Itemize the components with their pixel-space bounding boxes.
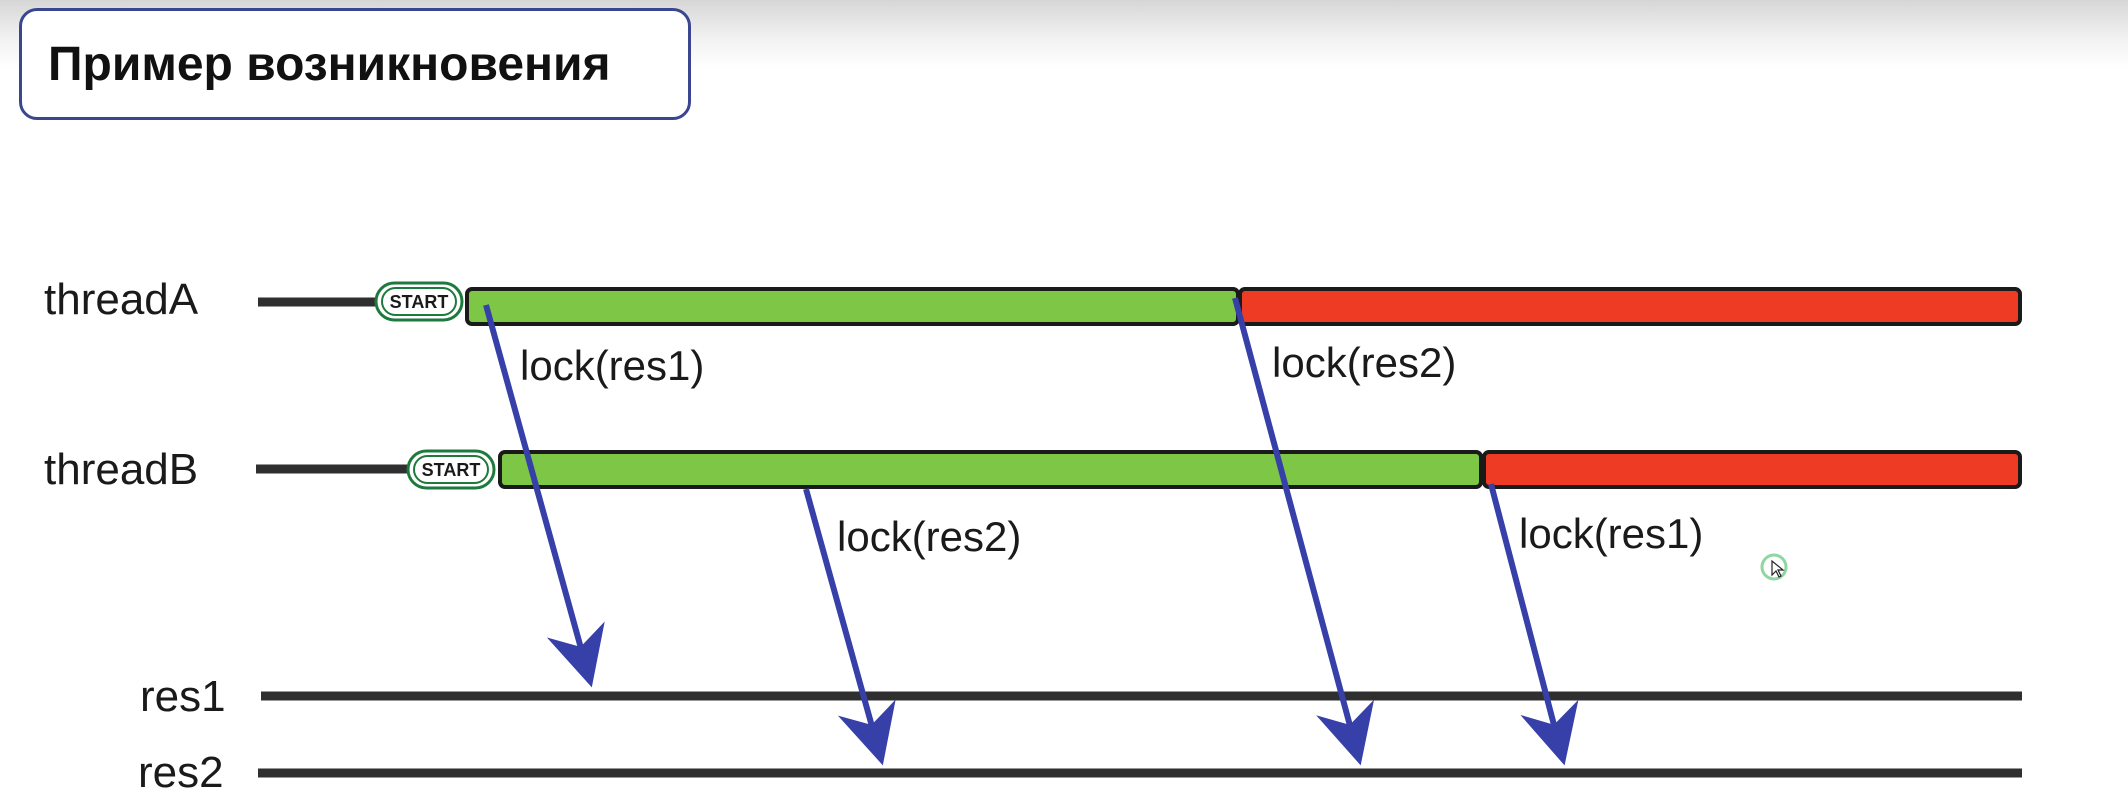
thread-a-start-label: START xyxy=(390,292,449,312)
arrow-thread-b-lock-res2 xyxy=(803,488,896,766)
thread-a-lock-2-label: lock(res2) xyxy=(1272,339,1456,386)
thread-b-lock-1-label: lock(res2) xyxy=(837,513,1021,560)
thread-a-label: threadA xyxy=(44,275,199,324)
thread-b-start-badge: START xyxy=(406,449,496,490)
thread-b-label: threadB xyxy=(44,445,198,494)
arrow-thread-b-lock-res1 xyxy=(1488,483,1579,766)
thread-a-lock-1-label: lock(res1) xyxy=(520,342,704,389)
thread-b-start-label: START xyxy=(422,460,481,480)
res2-label: res2 xyxy=(138,748,224,797)
thread-a-start-badge: START xyxy=(374,281,464,322)
thread-b-running-segment xyxy=(498,450,1483,489)
thread-b-lock-2-label: lock(res1) xyxy=(1519,510,1703,557)
thread-a-running-segment xyxy=(465,287,1240,326)
thread-a-blocked-segment xyxy=(1238,287,2022,326)
thread-b-blocked-segment xyxy=(1482,450,2022,489)
res1-label: res1 xyxy=(140,672,226,721)
mouse-cursor-icon xyxy=(1760,553,1788,581)
title-box: Пример возникновения xyxy=(19,8,691,120)
arrow-thread-a-lock-res2 xyxy=(1232,297,1375,766)
arrow-thread-a-lock-res1 xyxy=(483,304,605,688)
page-title: Пример возникновения xyxy=(48,37,611,91)
